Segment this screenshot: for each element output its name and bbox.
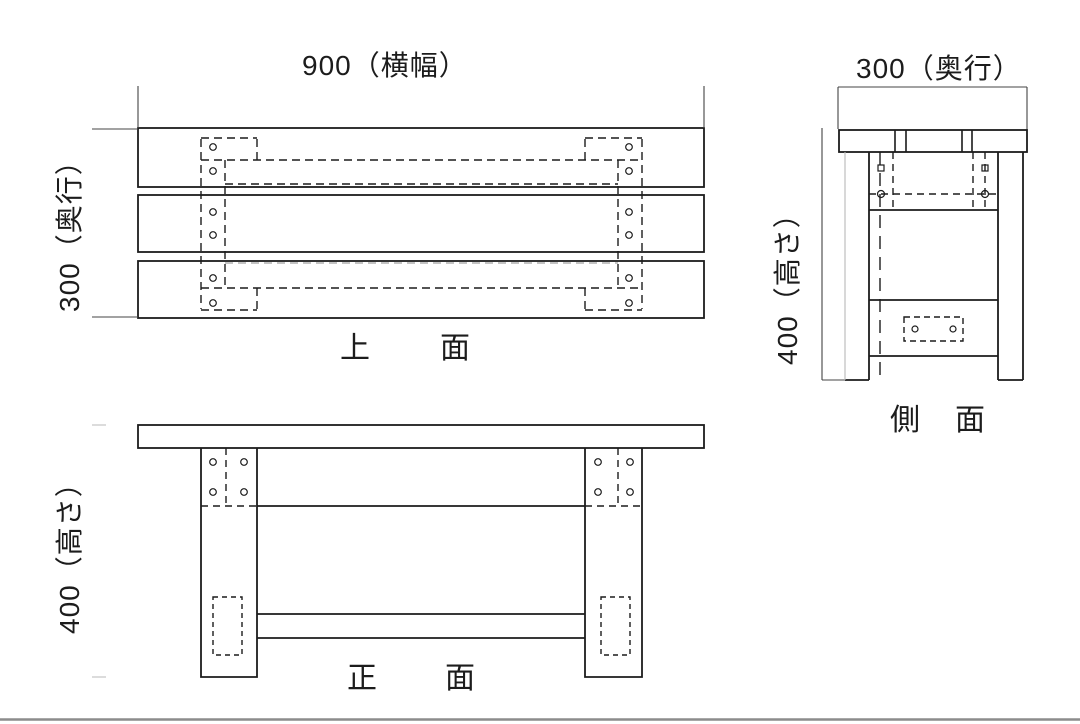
top-view-slat-1 [137, 127, 705, 188]
front-view-caption: 正 面 [347, 662, 494, 695]
dim-depth-label-top-view: 300（奥行） [54, 146, 85, 312]
side-view-hidden-tenon [903, 316, 964, 342]
front-view-hidden-tenons [212, 596, 631, 656]
side-view-height-extension [821, 128, 845, 381]
top-view-slat-3 [137, 260, 705, 319]
front-view-hidden-lines [201, 448, 642, 507]
dim-height-label-side-view: 400（高さ） [772, 199, 803, 365]
side-view [821, 86, 1028, 381]
front-view-screw-holes [209, 458, 634, 496]
top-view-extension-lines [92, 86, 705, 318]
top-view-caption: 上 面 [340, 332, 490, 365]
dim-height-label-front-view: 400（高さ） [54, 468, 85, 634]
top-view-hidden-lines [200, 137, 643, 311]
side-view-caption: 側 面 [890, 404, 988, 437]
front-view [92, 424, 705, 678]
side-view-frame [845, 152, 1024, 381]
front-view-rails [257, 505, 585, 639]
side-view-seat-strip [838, 129, 1028, 153]
front-view-right-leg [584, 448, 643, 678]
top-view-slat-2 [137, 194, 705, 253]
side-view-depth-extension [837, 86, 1028, 130]
front-view-extension-ticks [92, 424, 106, 678]
front-view-left-leg [200, 448, 258, 678]
dim-width-label: 900（横幅） [302, 50, 468, 81]
side-view-slat-dividers [894, 130, 973, 152]
side-view-screw-marks [876, 164, 990, 333]
top-view [92, 86, 705, 319]
side-view-hidden-rails [869, 152, 998, 210]
dim-depth-label-side-view: 300（奥行） [856, 53, 1022, 84]
top-view-screw-holes [209, 143, 633, 307]
front-view-seat-board [137, 424, 705, 449]
